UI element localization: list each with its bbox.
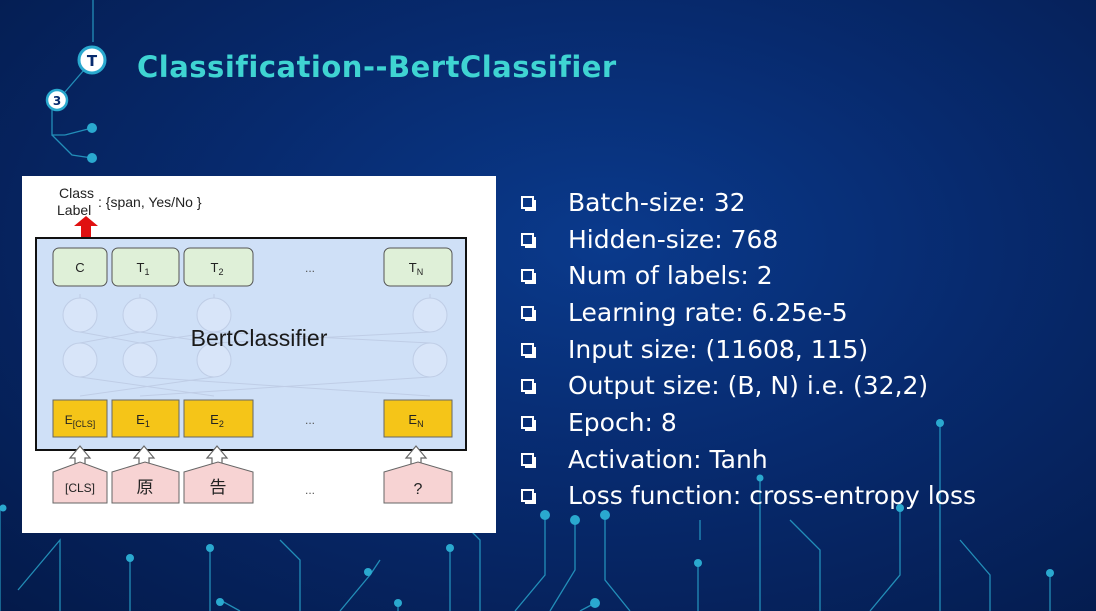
output-token-ellipsis: ... — [305, 261, 315, 275]
embedding-token-box — [383, 399, 453, 438]
spec-text: Input size: (11608, 115) — [568, 334, 869, 364]
checkbox-bullet-icon — [521, 379, 536, 395]
input-token-box — [183, 461, 254, 504]
spec-text: Output size: (B, N) i.e. (32,2) — [568, 371, 929, 401]
spec-text: Epoch: 8 — [568, 407, 677, 437]
class-values: : {span, Yes/No } — [98, 194, 202, 210]
spec-text: Batch-size: 32 — [568, 187, 746, 217]
embedding-row: E[CLS] E1 E2 ... EN — [52, 399, 453, 438]
output-token-box — [111, 247, 180, 287]
logo-top-letter: T — [87, 52, 98, 70]
bert-diagram-panel: Class Label : {span, Yes/No } BertClassi… — [22, 176, 496, 533]
input-token-box — [111, 461, 180, 504]
logo-circle-top — [77, 45, 107, 75]
class-label-line1: Class — [59, 185, 94, 201]
checkbox-bullet-icon — [521, 415, 536, 431]
bert-model-name: BertClassifier — [191, 325, 328, 351]
bert-diagram: Class Label : {span, Yes/No } BertClassi… — [35, 185, 467, 504]
spec-item: Num of labels: 2 — [521, 257, 976, 294]
embedding-token-ellipsis: ... — [305, 413, 315, 427]
spec-text: Hidden-size: 768 — [568, 224, 779, 254]
slide-logo: T 3 — [45, 45, 107, 112]
class-output-arrow — [74, 216, 98, 238]
output-token-c: C — [75, 260, 84, 275]
class-label-line2: Label — [57, 202, 91, 218]
spec-text: Learning rate: 6.25e-5 — [568, 297, 848, 327]
input-row: [CLS] 原 告 ... ? — [52, 461, 453, 504]
input-token-2: 告 — [210, 478, 227, 497]
logo-bottom-number: 3 — [53, 94, 61, 108]
input-token-last: ? — [414, 481, 423, 498]
spec-item: Loss function: cross-entropy loss — [521, 478, 976, 515]
input-token-1: 原 — [137, 478, 154, 497]
spec-text: Activation: Tanh — [568, 444, 768, 474]
checkbox-bullet-icon — [521, 452, 536, 468]
spec-text: Num of labels: 2 — [568, 261, 773, 291]
output-token-box — [183, 247, 254, 287]
spec-item: Learning rate: 6.25e-5 — [521, 294, 976, 331]
embedding-token-box — [52, 399, 108, 438]
spec-item: Activation: Tanh — [521, 441, 976, 478]
spec-item: Input size: (11608, 115) — [521, 331, 976, 368]
checkbox-bullet-icon — [521, 232, 536, 248]
checkbox-bullet-icon — [521, 489, 536, 505]
hidden-network — [62, 294, 448, 397]
output-row: C T1 T2 ... TN — [52, 247, 453, 287]
training-specs-list: Batch-size: 32 Hidden-size: 768 Num of l… — [521, 184, 976, 514]
spec-text: Loss function: cross-entropy loss — [568, 481, 977, 511]
spec-item: Batch-size: 32 — [521, 184, 976, 221]
checkbox-bullet-icon — [521, 305, 536, 321]
input-token-box — [383, 461, 453, 504]
input-token-cls: [CLS] — [65, 481, 95, 495]
embedding-token-box — [183, 399, 254, 438]
embedding-token-box — [111, 399, 180, 438]
input-token-ellipsis: ... — [305, 483, 315, 497]
spec-item: Hidden-size: 768 — [521, 221, 976, 258]
output-token-box — [52, 247, 108, 287]
checkbox-bullet-icon — [521, 195, 536, 211]
checkbox-bullet-icon — [521, 342, 536, 358]
logo-circle-bottom — [45, 88, 69, 112]
slide-title: Classification--BertClassifier — [137, 50, 617, 84]
spec-item: Output size: (B, N) i.e. (32,2) — [521, 367, 976, 404]
input-token-box — [52, 461, 108, 504]
spec-item: Epoch: 8 — [521, 404, 976, 441]
output-token-box — [383, 247, 453, 287]
checkbox-bullet-icon — [521, 269, 536, 285]
